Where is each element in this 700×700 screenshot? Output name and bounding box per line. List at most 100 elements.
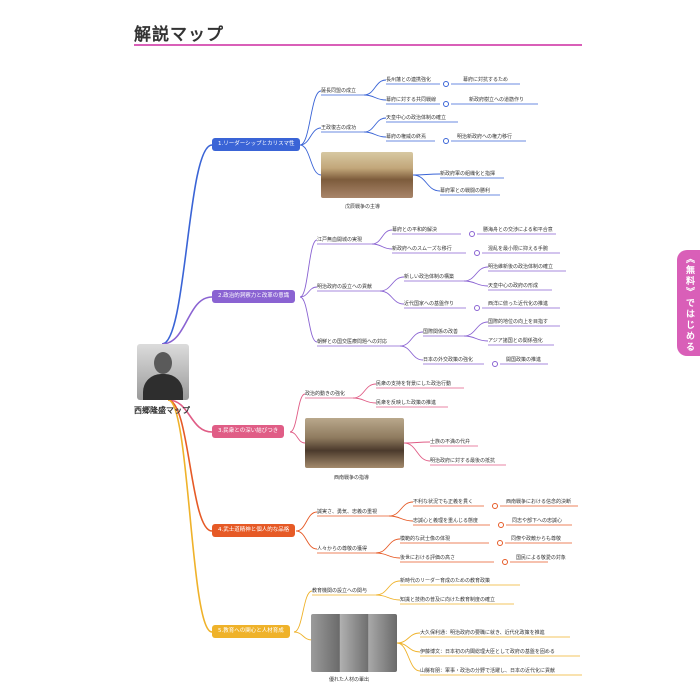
- connector-line: [363, 94, 387, 101]
- node[interactable]: 明治維新後の政治体制の確立: [488, 264, 554, 270]
- node[interactable]: 国際的地位の向上を目指す: [488, 319, 549, 325]
- node[interactable]: 新しい政治体制の構築: [404, 274, 455, 280]
- connector-line: [295, 530, 318, 550]
- node[interactable]: 幕府軍との戦闘の勝利: [440, 188, 490, 194]
- branch-3-node[interactable]: 3.民衆との深い結びつき: [212, 425, 285, 438]
- node[interactable]: 朝鮮との国交医療問題への対応: [317, 339, 387, 345]
- node[interactable]: 知識と技術の普及に向けた教育制度の確立: [400, 597, 496, 603]
- root-portrait-image: [137, 344, 189, 400]
- node[interactable]: 誠実さ、勇気、忠義の重視: [317, 509, 378, 515]
- connector-line: [167, 399, 213, 433]
- node-connector-dot: [469, 231, 475, 237]
- node[interactable]: 人々からの尊敬の獲得: [317, 546, 368, 552]
- connector-line: [293, 590, 313, 633]
- node[interactable]: 近代国家への基盤作り: [404, 301, 455, 307]
- boshin-war-image: [321, 152, 413, 198]
- node[interactable]: 天皇中心の政府の形成: [488, 283, 539, 289]
- page-title: 解説マップ: [134, 25, 224, 45]
- connector-line: [289, 393, 306, 433]
- node[interactable]: 幕府との平和的解決: [392, 227, 437, 233]
- node[interactable]: 同志や部下への忠誠心: [512, 518, 563, 524]
- connector-line: [403, 441, 431, 444]
- node[interactable]: 忠誠心と義理を重んじる態度: [413, 518, 479, 524]
- node[interactable]: 大久保利通：明治政府の要職に就き、近代化政策を推進: [420, 630, 545, 636]
- node[interactable]: 日本の外交政策の強化: [423, 357, 474, 363]
- node[interactable]: 西南戦争における信念的決断: [506, 499, 572, 505]
- node[interactable]: 明治新政府への権力移行: [457, 134, 513, 140]
- node[interactable]: 混乱を最小限に抑える手腕: [488, 246, 548, 252]
- connector-line: [299, 296, 318, 343]
- free-start-side-tab[interactable]: 《無料》ではじめる: [677, 250, 700, 356]
- connector-line: [161, 144, 213, 345]
- node-connector-dot: [502, 559, 508, 565]
- node-connector-dot: [443, 138, 449, 144]
- node[interactable]: 伊藤博文：日本初の内閣総理大臣として政府の基盤を固める: [420, 649, 555, 655]
- connector-line: [403, 442, 431, 462]
- node[interactable]: 民衆の支持を背景にした政治行動: [376, 381, 452, 387]
- branch-4-node[interactable]: 4.武士道精神と個人的な品格: [212, 524, 296, 537]
- connector-line: [167, 399, 213, 633]
- node[interactable]: 幕府に対抗するため: [463, 77, 509, 83]
- branch-5-node[interactable]: 5.教育への関心と人材育成: [212, 625, 290, 638]
- branch-1-node[interactable]: 1.リーダーシップとカリスマ性: [212, 138, 301, 151]
- connector-line: [295, 511, 318, 532]
- connector-line: [399, 345, 424, 361]
- node[interactable]: 長州藩との連携強化: [386, 77, 431, 83]
- node[interactable]: 山縣有朋：軍事・政治の分野で活躍し、日本の近代化に貢献: [420, 668, 556, 674]
- node[interactable]: 教育機関の設立への関与: [312, 588, 368, 594]
- node[interactable]: 新政府軍の組織化と指揮: [440, 171, 496, 177]
- node[interactable]: 王政復古の成功: [321, 125, 357, 131]
- connector-line: [375, 538, 401, 554]
- node[interactable]: 薩長同盟の成立: [321, 88, 357, 94]
- connector-line: [352, 383, 377, 399]
- connector-line: [161, 296, 213, 345]
- connector-line: [363, 117, 387, 133]
- connector-line: [388, 515, 414, 522]
- node[interactable]: 明治政府に対する最後の抵抗: [430, 458, 496, 464]
- connector-line: [352, 397, 377, 404]
- node[interactable]: 西洋に倣った近代化の推進: [488, 301, 549, 307]
- connector-line: [463, 280, 489, 287]
- image-caption: 戊辰戦争の主導: [345, 204, 381, 210]
- image-caption: 優れた人材の輩出: [329, 677, 370, 683]
- node[interactable]: 模範的な武士像の体現: [400, 536, 451, 542]
- node[interactable]: 不利な状況でも正義を貫く: [413, 499, 474, 505]
- node[interactable]: 勝海舟との交渉による和平合意: [483, 227, 553, 233]
- node[interactable]: 士族の不満の代弁: [430, 439, 471, 445]
- connector-line: [299, 90, 322, 146]
- connector-line: [463, 321, 489, 337]
- connector-line: [375, 552, 401, 559]
- node[interactable]: 幕府の権威の終焉: [386, 134, 427, 140]
- satsuma-rebellion-image: [305, 418, 404, 468]
- node[interactable]: 新政府樹立への道筋作り: [469, 97, 525, 103]
- node-connector-dot: [492, 361, 498, 367]
- connector-line: [289, 431, 306, 444]
- node[interactable]: 天皇中心の政治体制の確立: [386, 115, 447, 121]
- node[interactable]: 国際関係の改善: [423, 329, 459, 335]
- connector-line: [363, 131, 387, 138]
- node-connector-dot: [492, 503, 498, 509]
- connector-line: [412, 174, 441, 192]
- connector-line: [371, 243, 393, 250]
- node[interactable]: 幕府に対する共同戦線: [386, 97, 437, 103]
- connector-line: [399, 331, 424, 347]
- node[interactable]: 後世における評価の高さ: [400, 555, 456, 561]
- node[interactable]: 同僚や政敵からも尊敬: [511, 536, 562, 542]
- connector-line: [371, 229, 393, 245]
- title-underline: [134, 44, 582, 46]
- root-node-label: 西郷隆盛マップ: [134, 406, 190, 415]
- node[interactable]: 政治的動きの強化: [305, 391, 346, 397]
- node-connector-dot: [474, 305, 480, 311]
- node[interactable]: 民衆を反映した政策の推進: [376, 400, 437, 406]
- node[interactable]: 江戸無血開城の実現: [317, 237, 363, 243]
- node[interactable]: 国民による敬愛の対象: [516, 555, 566, 561]
- node[interactable]: 開国政策の推進: [506, 357, 542, 363]
- branch-2-node[interactable]: 2.政治的洞察力と改革の意識: [212, 290, 296, 303]
- connector-line: [299, 127, 322, 146]
- node[interactable]: 明治政府の設立への貢献: [317, 284, 373, 290]
- node[interactable]: 新時代のリーダー育成のための教育政策: [400, 578, 491, 584]
- node-connector-dot: [498, 522, 504, 528]
- node[interactable]: アジア諸国との関係強化: [488, 338, 543, 344]
- node[interactable]: 新政府へのスムーズな移行: [392, 246, 452, 252]
